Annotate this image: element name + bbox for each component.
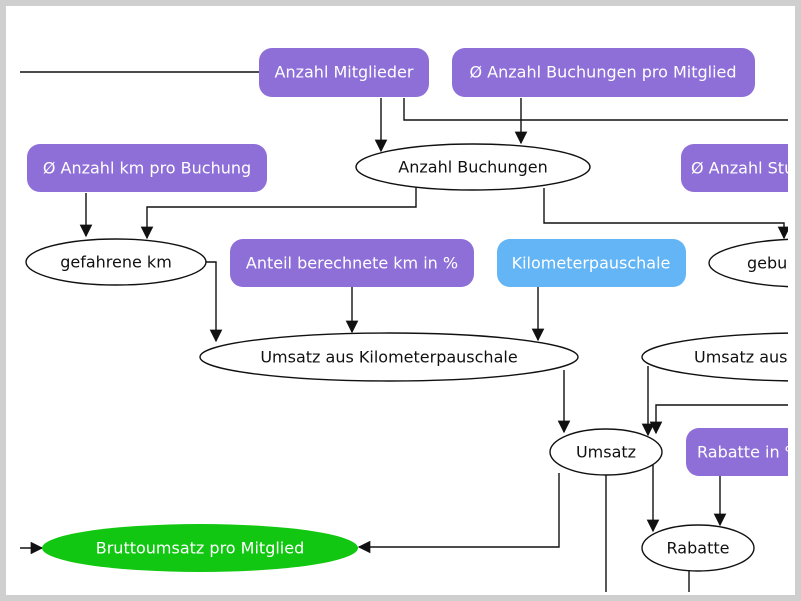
node-umsatz-aus[interactable]: Umsatz aus <box>641 332 788 382</box>
edge-buchungen-to-gefahrene <box>140 187 417 240</box>
node-shape <box>259 48 429 97</box>
node-shape <box>641 524 755 572</box>
node-shape <box>199 332 579 382</box>
node-shape <box>549 428 663 476</box>
node-label: Ø Anzahl Stu <box>691 159 788 178</box>
node-label: Umsatz <box>576 443 636 462</box>
node-shape <box>25 238 207 286</box>
node-umsatz[interactable]: Umsatz <box>549 428 663 476</box>
node-anzahl-buchungen[interactable]: Anzahl Buchungen <box>355 143 591 191</box>
edge-mitglieder-to-right <box>403 98 788 121</box>
node-bruttoumsatz-pro-mitglied[interactable]: Bruttoumsatz pro Mitglied <box>42 524 358 572</box>
node-avg-buchungen-pro-mitglied[interactable]: Ø Anzahl Buchungen pro Mitglied <box>452 48 755 97</box>
node-anzahl-mitglieder[interactable]: Anzahl Mitglieder <box>259 48 429 97</box>
node-label: gebu <box>747 254 787 273</box>
node-label: Anzahl Mitglieder <box>275 63 414 82</box>
node-anteil-berechnete-km[interactable]: Anteil berechnete km in % <box>230 239 474 287</box>
node-shape <box>230 239 474 287</box>
node-shape <box>708 238 788 288</box>
node-shape <box>681 144 788 192</box>
node-label: gefahrene km <box>60 253 172 272</box>
node-label: Anteil berechnete km in % <box>246 254 458 273</box>
node-label: Ø Anzahl km pro Buchung <box>43 159 251 178</box>
edge-gefahrene-to-umsatz-km <box>206 261 223 343</box>
node-rabatte[interactable]: Rabatte <box>641 524 755 572</box>
node-avg-km-pro-buchung[interactable]: Ø Anzahl km pro Buchung <box>27 144 267 192</box>
node-shape <box>355 143 591 191</box>
node-shape <box>452 48 755 97</box>
diagram-canvas: Anzahl Mitglieder Ø Anzahl Buchungen pro… <box>16 14 788 592</box>
node-shape <box>27 144 267 192</box>
node-kilometerpauschale[interactable]: Kilometerpauschale <box>497 239 686 287</box>
node-shape <box>641 332 788 382</box>
node-shape <box>686 428 788 476</box>
edge-buchungen-to-gebuchte <box>543 188 788 240</box>
flow-diagram: Anzahl Mitglieder Ø Anzahl Buchungen pro… <box>20 48 788 592</box>
node-label: Rabatte <box>667 539 730 558</box>
edges <box>20 71 788 592</box>
node-rabatte-in-prozent[interactable]: Rabatte in % <box>686 428 788 476</box>
node-shape <box>497 239 686 287</box>
node-umsatz-aus-kilometerpauschale[interactable]: Umsatz aus Kilometerpauschale <box>199 332 579 382</box>
node-label: Anzahl Buchungen <box>398 158 547 177</box>
node-shape <box>42 524 358 572</box>
node-label: Umsatz aus <box>694 348 787 367</box>
node-label: Umsatz aus Kilometerpauschale <box>260 348 517 367</box>
node-label: Ø Anzahl Buchungen pro Mitglied <box>469 63 736 82</box>
edge-right-to-umsatz <box>649 404 788 435</box>
node-gefahrene-km[interactable]: gefahrene km <box>25 238 207 286</box>
node-label: Rabatte in % <box>697 443 788 462</box>
node-label: Bruttoumsatz pro Mitglied <box>96 539 304 558</box>
edge-umsatz-to-bruttoumsatz <box>357 473 560 554</box>
node-avg-stunden[interactable]: Ø Anzahl Stu <box>681 144 788 192</box>
node-label: Kilometerpauschale <box>512 254 671 273</box>
node-gebuchte[interactable]: gebu <box>708 238 788 288</box>
